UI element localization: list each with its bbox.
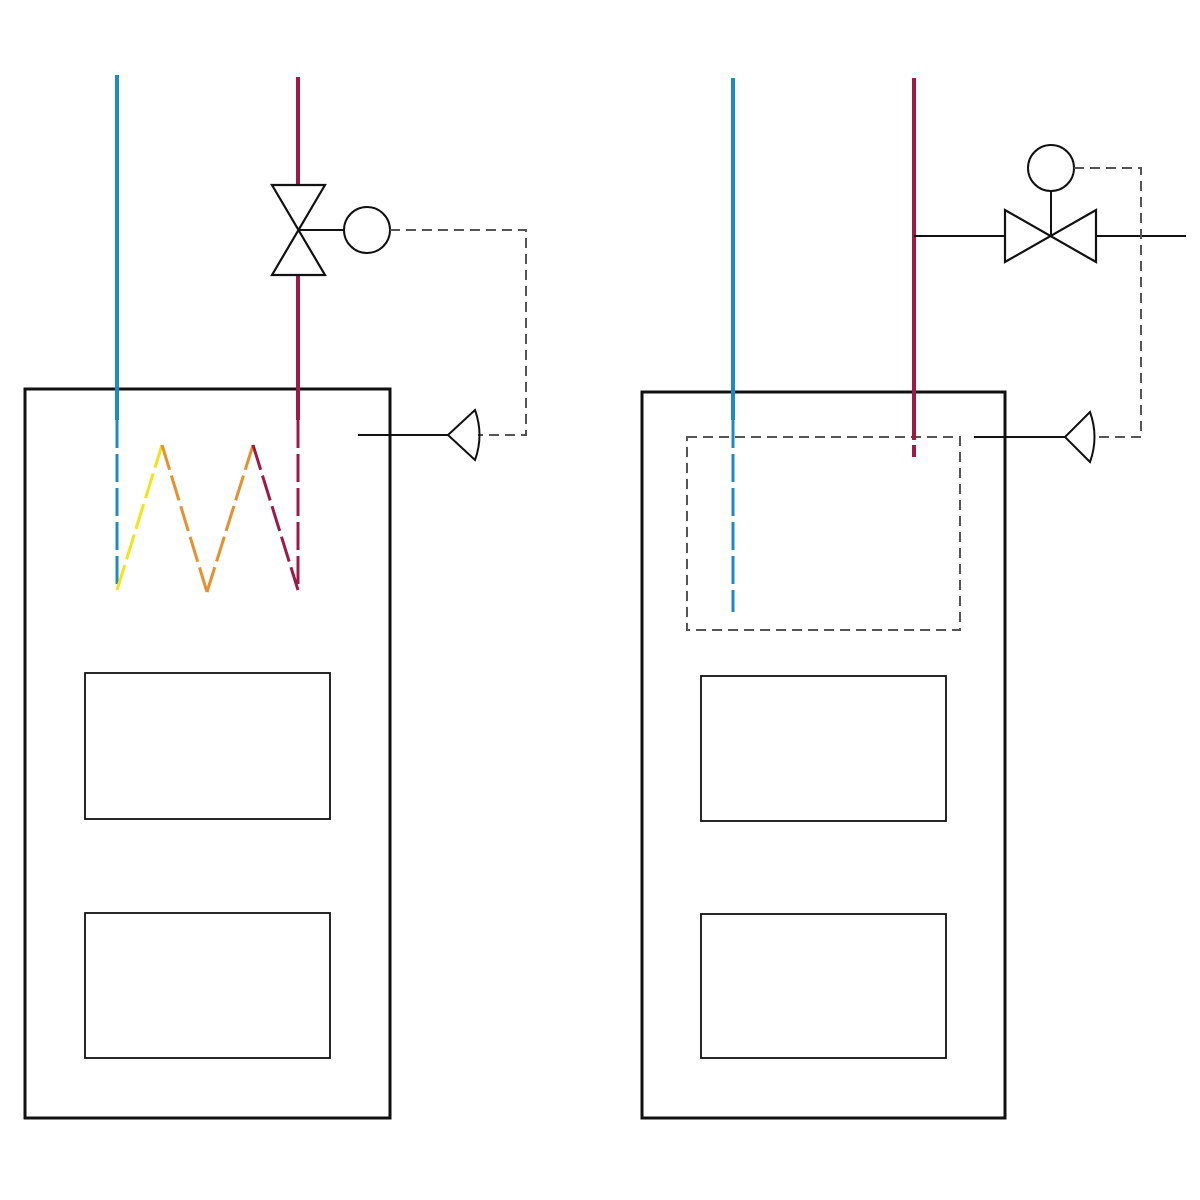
left-tank-upper-panel xyxy=(84,672,331,820)
right-tank-upper-panel xyxy=(700,675,947,822)
right-tank-lower-panel xyxy=(700,913,947,1059)
right-actuator-icon xyxy=(1027,144,1075,192)
coil-segment-3 xyxy=(205,444,255,593)
coil-segment-4 xyxy=(251,444,300,591)
left-actuator-icon xyxy=(343,206,391,254)
coil-segment-2 xyxy=(160,444,209,593)
right-valve-icon xyxy=(1003,208,1098,264)
right-control-line xyxy=(1074,167,1142,438)
left-tank xyxy=(23,387,392,1120)
left-two-way-valve-icon xyxy=(270,183,327,277)
left-control-line xyxy=(390,229,527,436)
left-system xyxy=(23,75,527,1120)
left-tank-lower-panel xyxy=(84,912,331,1059)
right-tank xyxy=(640,390,1007,1120)
right-temperature-sensor-icon xyxy=(1063,410,1096,464)
right-heat-exchanger-zone xyxy=(686,436,961,631)
coil-segment-1 xyxy=(115,444,164,591)
left-temperature-sensor-icon xyxy=(446,408,481,462)
right-system xyxy=(640,78,1186,1120)
